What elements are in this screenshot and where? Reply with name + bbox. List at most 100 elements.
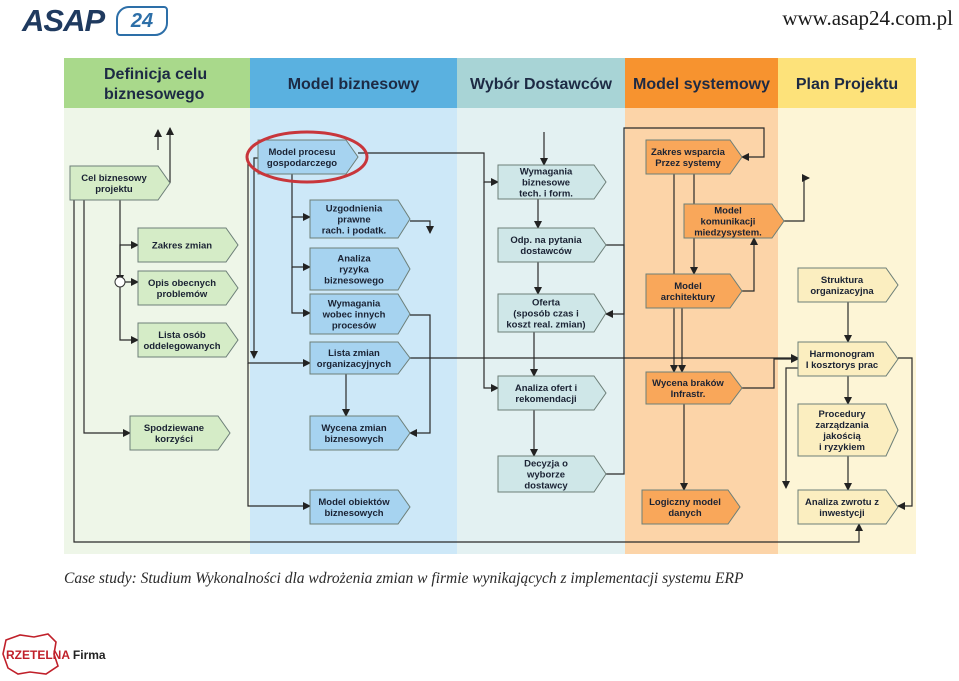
connector-arrow: [409, 314, 431, 437]
box-shape: [497, 164, 607, 200]
connector-arrow: [410, 220, 434, 234]
box-label: Oferta: [532, 298, 561, 309]
box-label: Analiza: [337, 254, 371, 265]
box-shape: [309, 415, 411, 451]
column-header-label: Wybór Dostawców: [470, 76, 613, 93]
box-label: koszt real. zmian): [506, 320, 585, 331]
connector-arrow: [119, 282, 139, 344]
box-label: inwestycji: [819, 508, 864, 519]
column-header: [457, 58, 625, 108]
connector-arrow: [897, 357, 913, 510]
box-label: Model obiektów: [318, 497, 390, 508]
box-shape: [797, 341, 899, 377]
connector-arrow: [784, 174, 810, 222]
column-model-systemowy: Model systemowy: [625, 58, 778, 554]
box-label: biznesowe: [522, 178, 570, 189]
box-label: wobec innych: [322, 310, 386, 321]
box-label: organizacyjnych: [317, 359, 392, 370]
box-label: Przez systemy: [655, 158, 721, 169]
box-label: organizacyjna: [810, 286, 874, 297]
box-label: Cel biznesowy: [81, 173, 147, 184]
box-shape: [645, 371, 743, 405]
box-label: (sposób czas i: [513, 309, 578, 320]
connector-arrow: [742, 237, 758, 292]
box-label: rach. i podatk.: [322, 226, 386, 237]
logo-wordmark: ASAP: [22, 3, 105, 38]
box-label: Wymagania: [328, 299, 381, 310]
box-label: I kosztorys prac: [806, 360, 878, 371]
box-label: Model: [674, 281, 701, 292]
column-header-label: Model systemowy: [633, 76, 770, 93]
box-label: Uzgodnienia: [326, 204, 383, 215]
box-label: Struktura: [821, 275, 864, 286]
rzetelna-firma-logo: RZETELNA Firma: [0, 632, 110, 676]
box-shape: [645, 273, 743, 309]
box-shape: [497, 375, 607, 411]
box-label: architektury: [661, 292, 716, 303]
box-shape: [797, 267, 899, 303]
box-label: Infrastr.: [671, 389, 706, 400]
box-shape: [309, 247, 411, 291]
box-shape: [137, 227, 239, 263]
box-shape: [641, 489, 741, 525]
column-plan-projektu: Plan Projektu: [778, 58, 916, 554]
connector-arrow: [358, 152, 499, 186]
rzetelna-firma-label: RZETELNA Firma: [6, 648, 106, 662]
box-label: Lista osób: [158, 330, 206, 341]
connector-layer: [73, 127, 913, 543]
box-label: Procedury: [819, 409, 867, 420]
box-label: Logiczny model: [649, 497, 721, 508]
box-label: Lista zmian: [328, 348, 380, 359]
box-shape: [137, 322, 239, 358]
box-shape: [257, 139, 359, 175]
box-label: zarządzania: [815, 420, 869, 431]
box-label: rekomendacji: [515, 394, 576, 405]
poland-map-icon: [2, 633, 59, 675]
box-label: Wycena braków: [652, 378, 724, 389]
caption: Case study: Studium Wykonalności dla wdr…: [64, 570, 744, 587]
column-body: [778, 108, 916, 554]
box-shape: [309, 341, 411, 375]
box-shape: [497, 227, 607, 263]
box-shape: [645, 139, 743, 175]
highlight-ellipse: [245, 130, 369, 184]
column-header-label: Model biznesowy: [288, 76, 420, 93]
box-label: komunikacji: [701, 217, 756, 228]
column-header: [64, 58, 250, 108]
box-label: biznesowych: [324, 508, 383, 519]
box-label: Model procesu: [268, 147, 335, 158]
rzetelna-text: RZETELNA: [6, 648, 70, 662]
column-header: [778, 58, 916, 108]
box-label: Zakres zmian: [152, 241, 212, 252]
box-label: Analiza zwrotu z: [805, 497, 879, 508]
connector-arrow: [247, 363, 311, 510]
firma-text: Firma: [72, 648, 106, 662]
site-url[interactable]: www.asap24.com.pl: [782, 6, 953, 30]
box-shape: [497, 293, 607, 333]
box-label: jakością: [822, 431, 861, 442]
box-label: projektu: [95, 184, 133, 195]
column-header-label: biznesowego: [104, 86, 205, 103]
box-label: Wycena zmian: [321, 423, 386, 434]
box-label: oddelegowanych: [143, 341, 220, 352]
box-label: danych: [668, 508, 701, 519]
box-label: Model: [714, 206, 741, 217]
column-header: [250, 58, 457, 108]
box-shape: [797, 489, 899, 525]
logo-badge: 24: [116, 6, 168, 36]
